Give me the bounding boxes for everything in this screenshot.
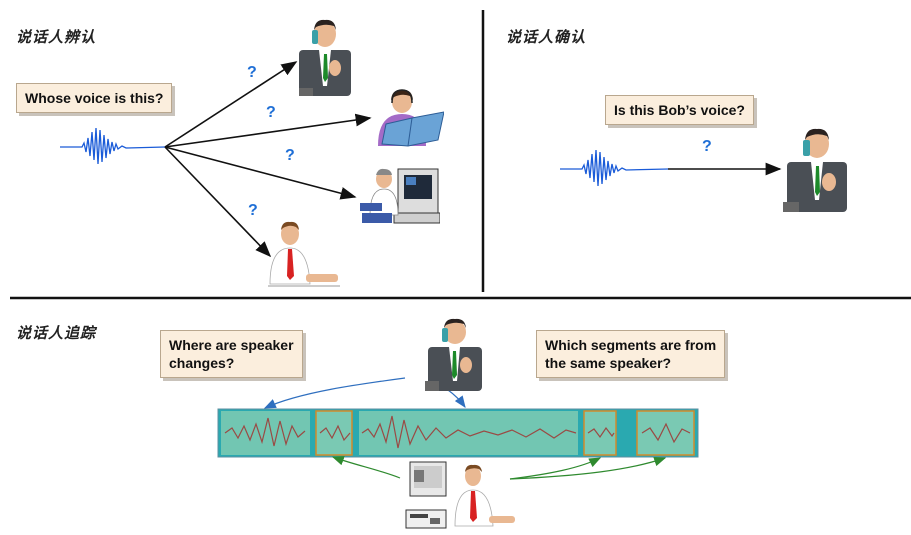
arrow-to-speaker-4 [164, 146, 272, 258]
arrow-to-speaker-2 [164, 113, 372, 148]
arrow-to-speaker-3 [164, 146, 357, 200]
section-label-tracking: 说话人追踪 [16, 324, 97, 342]
desktop-computer-icon [405, 461, 447, 529]
waveform-icon [60, 127, 166, 165]
arrow-same-speaker-2 [509, 457, 602, 480]
businessman-phone-icon [783, 128, 847, 212]
audio-segment-strip [217, 408, 699, 458]
section-label-identification: 说话人辨认 [16, 28, 97, 46]
audio-segment [583, 410, 617, 456]
arrow-speaker-change-right [447, 389, 466, 408]
question-mark: ? [247, 64, 257, 81]
businessman-phone-icon [425, 318, 482, 391]
callout-same-speaker: Which segments are from the same speaker… [536, 330, 726, 378]
callout-is-this-bob: Is this Bob’s voice? [605, 95, 754, 125]
question-mark: ? [248, 202, 258, 219]
arrow-to-speaker-1 [164, 61, 298, 148]
callout-whose-voice: Whose voice is this? [16, 83, 173, 113]
audio-segment [636, 410, 695, 456]
waveform-icon [560, 149, 669, 187]
man-at-desk-icon [454, 464, 515, 527]
question-mark: ? [702, 138, 712, 155]
arrow-same-speaker-1 [331, 456, 401, 479]
reader-headset-icon [378, 89, 444, 147]
arrow-speaker-change-left [263, 377, 406, 409]
arrow-same-speaker-3 [509, 456, 667, 480]
callout-speaker-changes: Where are speaker changes? [160, 330, 303, 378]
section-label-verification: 说话人确认 [506, 28, 587, 46]
question-mark: ? [285, 147, 295, 164]
office-worker-computer-icon [360, 168, 440, 224]
question-mark: ? [266, 104, 276, 121]
man-at-desk-icon [268, 221, 340, 287]
businessman-phone-icon [299, 19, 351, 96]
